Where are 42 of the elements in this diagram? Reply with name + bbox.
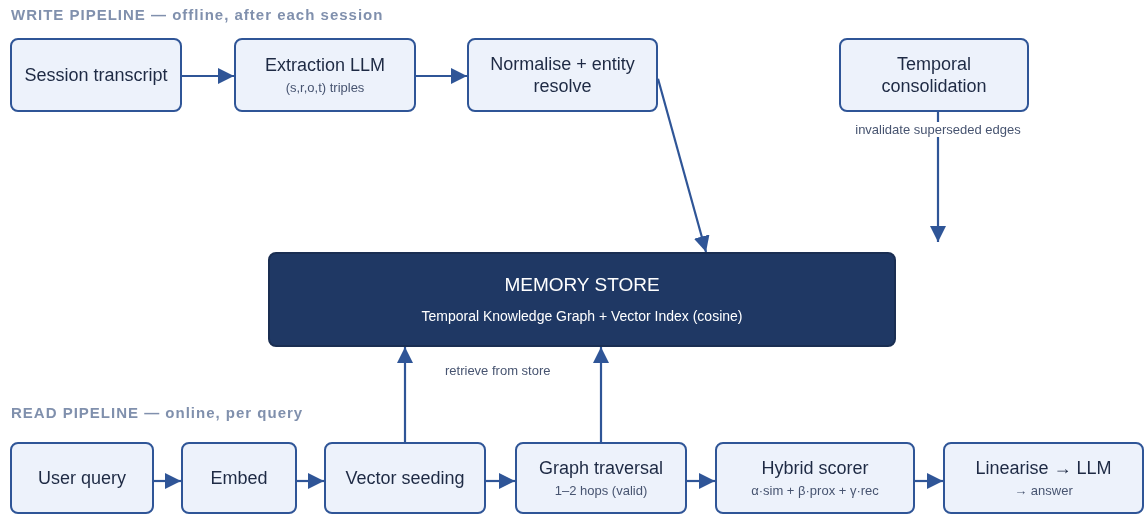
process-box — [467, 38, 658, 112]
box-title: Session transcript — [24, 64, 168, 86]
process-box — [234, 38, 416, 112]
box-subtitle: 1–2 hops (valid) — [554, 481, 648, 500]
arrow — [593, 347, 609, 442]
box-title: Hybrid scorer — [761, 456, 869, 479]
box-subtitle: → answer — [1014, 481, 1073, 500]
arrow — [397, 347, 413, 442]
arrow — [416, 68, 467, 84]
box-title: Normalise + entity resolve — [489, 53, 636, 97]
edge-label: invalidate superseded edges — [853, 122, 1023, 137]
process-box — [839, 38, 1029, 112]
box-subtitle: Temporal Knowledge Graph + Vector Index (cosine) — [421, 307, 743, 325]
process-box — [10, 38, 182, 112]
arrow — [154, 473, 181, 489]
box-title: Embed — [210, 467, 268, 489]
arrow — [182, 68, 234, 84]
process-box — [10, 442, 154, 514]
arrow — [915, 473, 943, 489]
process-box — [515, 442, 687, 514]
box-title: Extraction LLM — [264, 53, 386, 76]
box-title: Vector seeding — [345, 467, 465, 489]
store-box — [268, 252, 896, 347]
box-title: User query — [38, 467, 126, 489]
process-box — [324, 442, 486, 514]
box-title: Temporal consolidation — [880, 53, 988, 97]
arrow — [687, 473, 715, 489]
arrow — [486, 473, 515, 489]
box-title: Graph traversal — [538, 456, 664, 479]
process-box — [943, 442, 1144, 514]
arrow — [656, 78, 710, 253]
process-box — [715, 442, 915, 514]
box-subtitle: α·sim + β·prox + γ·rec — [751, 481, 879, 500]
arrow — [297, 473, 324, 489]
box-title: Linearise → LLM — [975, 456, 1112, 479]
box-subtitle: (s,r,o,t) triples — [285, 78, 365, 97]
box-title: MEMORY STORE — [504, 274, 660, 296]
section-heading: READ PIPELINE — online, per query — [11, 404, 304, 421]
annotation: retrieve from store — [445, 363, 551, 378]
process-box — [181, 442, 297, 514]
arrow — [930, 112, 946, 242]
section-heading: WRITE PIPELINE — offline, after each session — [11, 6, 384, 23]
